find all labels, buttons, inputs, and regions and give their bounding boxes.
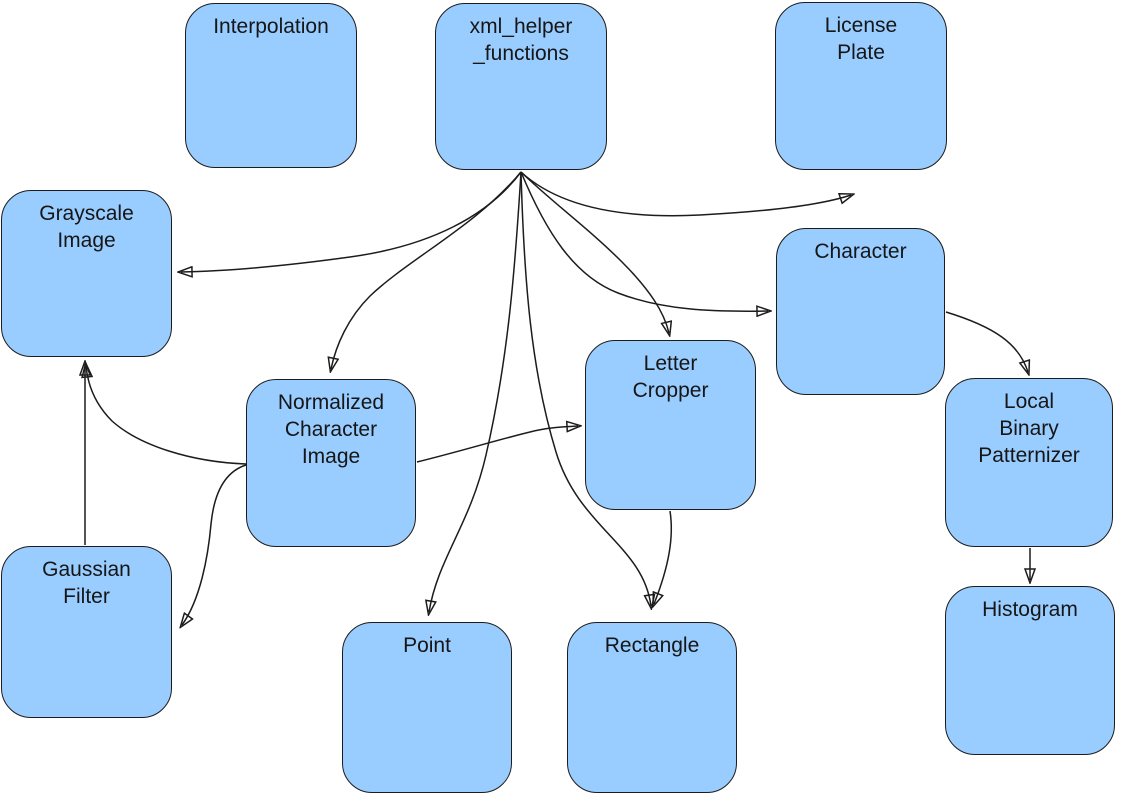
edge-normalized-character-image-to-grayscale-image	[86, 366, 247, 465]
edge-xml-helper-functions-to-character	[520, 171, 768, 311]
edge-normalized-character-image-to-gaussian-filter	[182, 464, 247, 625]
node-license-plate: License Plate	[775, 2, 947, 170]
node-interpolation: Interpolation	[185, 3, 357, 168]
node-normalized-character-image: Normalized Character Image	[246, 379, 416, 547]
edge-letter-cropper-to-rectangle	[654, 510, 673, 604]
edge-xml-helper-functions-to-normalized-character-image	[331, 171, 522, 369]
node-local-binary-patternizer: Local Binary Patternizer	[945, 378, 1113, 547]
edge-xml-helper-functions-to-grayscale-image	[181, 171, 522, 272]
node-letter-cropper: Letter Cropper	[585, 340, 756, 510]
node-gaussian-filter: Gaussian Filter	[1, 546, 172, 718]
node-point: Point	[342, 622, 512, 793]
edge-xml-helper-functions-to-license-plate	[520, 171, 851, 217]
node-rectangle: Rectangle	[567, 622, 737, 793]
edge-xml-helper-functions-to-letter-cropper	[520, 171, 669, 333]
node-xml-helper-functions: xml_helper _functions	[435, 3, 607, 170]
node-histogram: Histogram	[945, 586, 1115, 755]
node-grayscale-image: Grayscale Image	[1, 190, 172, 357]
edge-xml-helper-functions-to-rectangle	[520, 171, 651, 606]
edge-xml-helper-functions-to-point	[429, 171, 522, 612]
node-character: Character	[776, 228, 945, 395]
edge-normalized-character-image-to-letter-cropper	[416, 426, 578, 463]
edge-character-to-local-binary-patternizer	[945, 311, 1028, 372]
